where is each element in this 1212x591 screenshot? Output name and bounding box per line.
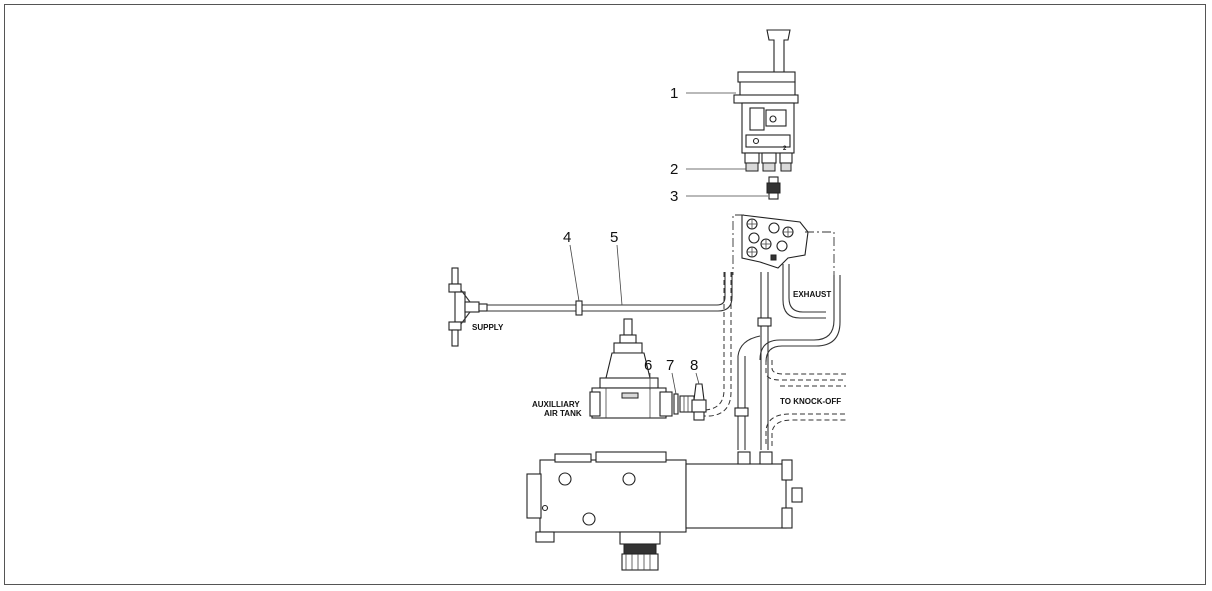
drain-valve xyxy=(691,383,707,421)
callout-1: 1 xyxy=(670,85,678,102)
mounting-bracket xyxy=(741,214,809,269)
push-in-fittings xyxy=(744,152,793,172)
auxiliary-label-line1: AUXILLIARY xyxy=(532,400,580,409)
exhaust-label: EXHAUST xyxy=(793,290,831,299)
callout-3: 3 xyxy=(670,188,678,205)
callout-7: 7 xyxy=(666,357,674,374)
exhaust-tube xyxy=(759,264,841,363)
callout-8: 8 xyxy=(690,357,698,374)
pipe-nipple xyxy=(673,393,695,415)
supply-tee xyxy=(448,267,488,347)
callout-2: 2 xyxy=(670,161,678,178)
auxiliary-label-line2: AIR TANK xyxy=(544,409,582,418)
svg-text:2: 2 xyxy=(783,146,787,152)
assembly-centerlines xyxy=(732,214,835,275)
supply-label: SUPPLY xyxy=(472,323,504,332)
small-fitting xyxy=(766,176,781,200)
supply-tube xyxy=(487,272,733,316)
cylinder-block xyxy=(526,451,803,571)
pressure-regulator xyxy=(589,318,673,419)
knock-off-label: TO KNOCK-OFF xyxy=(780,397,841,406)
callout-6: 6 xyxy=(644,357,652,374)
callout-4: 4 xyxy=(563,229,571,246)
vertical-tubes xyxy=(734,272,772,450)
leader-lines xyxy=(569,92,768,395)
callout-5: 5 xyxy=(610,229,618,246)
hand-control-valve: 2 xyxy=(733,29,799,154)
